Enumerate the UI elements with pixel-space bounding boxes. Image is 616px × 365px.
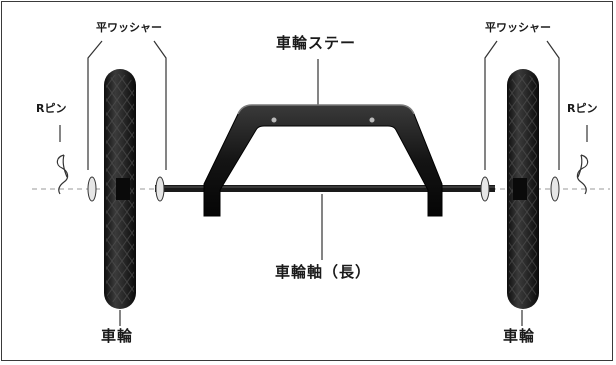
rpin-right: [576, 154, 589, 195]
washer-left-inner: [155, 176, 165, 202]
wheel-right: [507, 69, 539, 309]
assembly-illustration: [32, 40, 610, 326]
leader-lines: [59, 40, 588, 326]
diagram-frame: 平ワッシャー 平ワッシャー 車輪ステー Rピン Rピン 車輪軸（長） 車輪 車輪: [1, 1, 613, 361]
label-rpin-left: Rピン: [36, 102, 67, 115]
label-wheel-right: 車輪: [503, 327, 536, 345]
stay-bolt-right: [368, 116, 376, 124]
leader-washer-right-a: [484, 40, 498, 170]
washers: [87, 176, 560, 202]
stay-bolt-left: [270, 116, 278, 124]
label-axle: 車輪軸（長）: [275, 263, 372, 281]
wheel-stay: [203, 104, 443, 217]
label-washer-left: 平ワッシャー: [96, 21, 162, 34]
leader-washer-left-b: [153, 40, 167, 170]
washer-right-inner: [480, 176, 490, 202]
label-wheel-left: 車輪: [101, 327, 134, 345]
leader-washer-left-a: [87, 40, 103, 170]
axle-rod: [155, 185, 495, 192]
label-rpin-right: Rピン: [567, 102, 598, 115]
leader-washer-right-b: [546, 40, 560, 170]
wheel-left: [104, 69, 136, 309]
rpin-left: [56, 154, 69, 195]
label-washer-right: 平ワッシャー: [485, 21, 551, 34]
washer-left-outer: [87, 176, 97, 202]
washer-right-outer: [550, 176, 560, 202]
label-wheel-stay: 車輪ステー: [276, 34, 357, 52]
